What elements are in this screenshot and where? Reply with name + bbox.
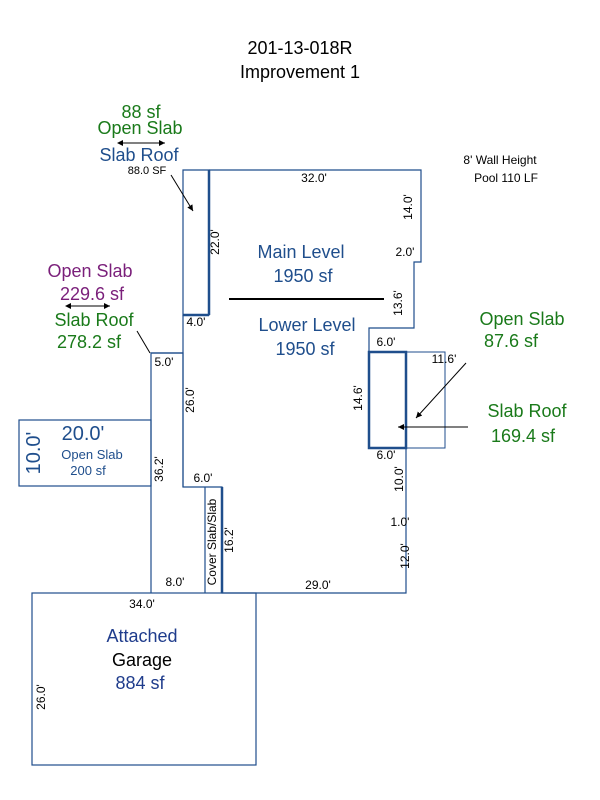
left-open-slab-label: Open Slab — [47, 261, 132, 281]
garage-label-2: Garage — [112, 650, 172, 670]
dim-14: 14.0' — [401, 194, 415, 220]
lower-level-label: Lower Level — [258, 315, 355, 335]
cover-slab-label: Cover Slab/Slab — [205, 498, 219, 585]
left-slab-roof-area: 278.2 sf — [57, 332, 122, 352]
dim-22: 22.0' — [208, 229, 222, 255]
dim-10: 10.0' — [392, 466, 406, 492]
box-width-label: 20.0' — [62, 423, 105, 445]
left-slab-roof-label: Slab Roof — [54, 310, 134, 330]
dim-6-top: 6.0' — [377, 335, 396, 349]
dim-29: 29.0' — [305, 578, 331, 592]
dim-5: 5.0' — [155, 355, 174, 369]
dim-4: 4.0' — [187, 315, 206, 329]
dim-1: 1.0' — [391, 515, 410, 529]
top-slab-roof-label: Slab Roof — [99, 145, 179, 165]
dim-36-2: 36.2' — [152, 456, 166, 482]
right-slab-outline — [367, 350, 408, 450]
left-open-slab-area: 229.6 sf — [60, 284, 125, 304]
top-slab-outline — [182, 169, 210, 316]
parcel-number: 201-13-018R — [247, 38, 352, 58]
improvement-title: Improvement 1 — [240, 62, 360, 82]
garage-outline — [31, 592, 257, 766]
dim-top-32: 32.0' — [301, 171, 327, 185]
lower-level-area: 1950 sf — [275, 339, 335, 359]
right-slab-roof-area: 169.4 sf — [491, 426, 556, 446]
dim-34: 34.0' — [129, 597, 155, 611]
right-slab-roof-label: Slab Roof — [487, 401, 567, 421]
dim-6-left: 6.0' — [194, 471, 213, 485]
right-open-slab-label: Open Slab — [479, 309, 564, 329]
dim-12: 12.0' — [398, 543, 412, 569]
top-slab-area: 88 sf — [121, 102, 161, 122]
wall-height-note: 8' Wall Height — [463, 153, 537, 167]
dim-11-6: 11.6' — [432, 352, 457, 366]
dim-26: 26.0' — [183, 387, 197, 413]
top-slab-sf: 88.0 SF — [128, 165, 167, 177]
garage-label-1: Attached — [106, 626, 177, 646]
box-open-slab-label: Open Slab — [61, 447, 122, 462]
main-level-label: Main Level — [257, 242, 344, 262]
dim-2: 2.0' — [396, 245, 415, 259]
main-level-area: 1950 sf — [273, 266, 333, 286]
main-outline — [150, 169, 422, 594]
pool-note: Pool 110 LF — [474, 171, 538, 185]
box-area: 200 sf — [70, 463, 106, 478]
top-open-slab-label: Open Slab — [97, 118, 182, 138]
dim-14-6: 14.6' — [351, 385, 365, 411]
right-open-slab-area: 87.6 sf — [484, 331, 539, 351]
garage-area: 884 sf — [115, 673, 165, 693]
right-roof-outline — [406, 351, 446, 449]
box-height-label: 10.0' — [23, 432, 45, 475]
dim-8: 8.0' — [166, 575, 185, 589]
dim-16-2: 16.2' — [222, 527, 236, 553]
dim-13-6: 13.6' — [391, 290, 405, 316]
dim-26-garage: 26.0' — [34, 684, 48, 710]
dim-6-bottom: 6.0' — [377, 448, 396, 462]
left-open-slab-box — [18, 419, 152, 487]
